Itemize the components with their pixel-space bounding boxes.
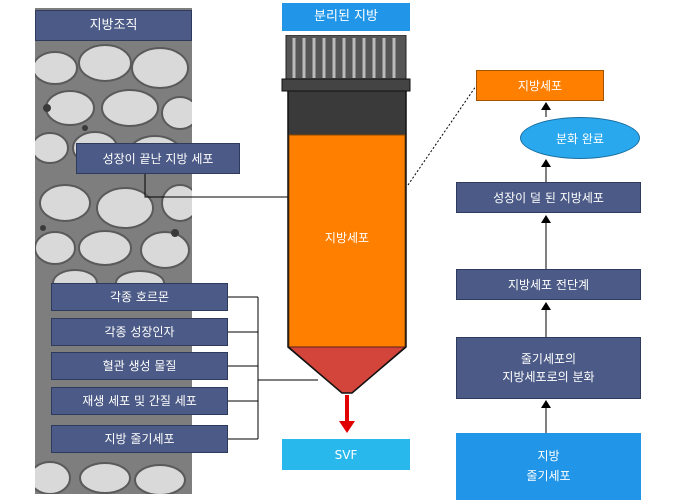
growth-factors-label: 각종 성장인자 xyxy=(51,318,228,346)
stem-cell-differentiation-box: 줄기세포의 지방세포로의 분화 xyxy=(456,337,641,399)
adipose-stem-cell-label: 지방 줄기세포 xyxy=(51,425,228,453)
tissue-title: 지방조직 xyxy=(35,10,192,41)
fat-cell-top-label: 지방세포 xyxy=(476,70,604,101)
centrifuge-tube xyxy=(281,35,411,433)
mature-fat-cell-label: 성장이 끝난 지방 세포 xyxy=(76,143,240,174)
tissue-texture xyxy=(35,8,192,494)
differentiation-complete-oval: 분화 완료 xyxy=(520,117,640,159)
regenerative-stromal-cells-label: 재생 세포 및 간질 세포 xyxy=(51,387,228,415)
fat-cell-layer-label: 지방세포 xyxy=(324,230,370,245)
svf-label: SVF xyxy=(282,439,410,470)
immature-fat-cell-box: 성장이 덜 된 지방세포 xyxy=(456,182,641,213)
adipose-stem-cell-box: 지방 줄기세포 xyxy=(456,433,641,500)
hormones-label: 각종 호르몬 xyxy=(51,283,228,311)
preadipocyte-box: 지방세포 전단계 xyxy=(456,269,641,300)
angiogenic-factors-label: 혈관 생성 물질 xyxy=(51,352,228,380)
isolated-fat-title: 분리된 지방 xyxy=(282,3,410,31)
adipose-tissue-image xyxy=(35,8,192,494)
